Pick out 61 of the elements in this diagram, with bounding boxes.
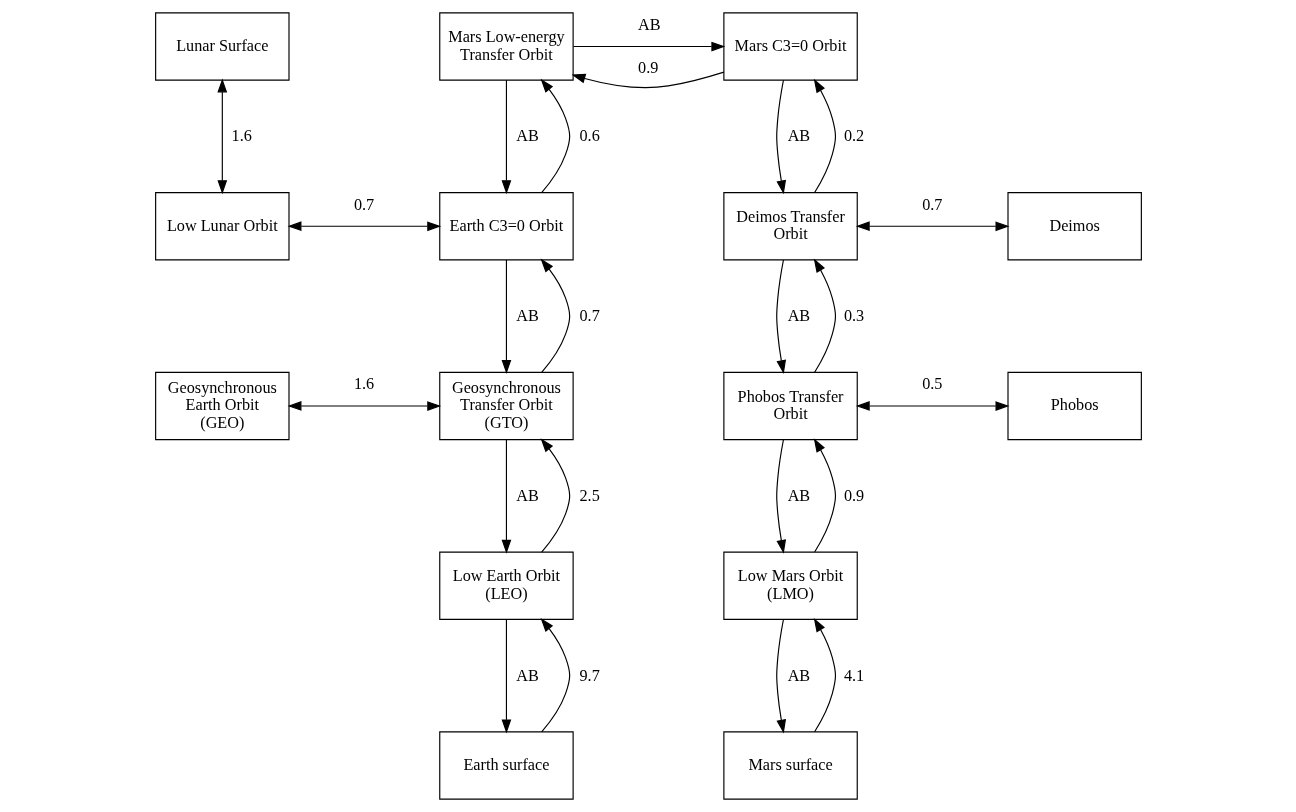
arrow: [813, 438, 836, 553]
node-box: Geosynchronous Earth Orbit (GEO): [154, 371, 290, 441]
arrow: [813, 78, 836, 194]
edge-label: 9.7: [579, 666, 600, 685]
edge-label: 0.7: [353, 195, 374, 214]
arrow: [571, 71, 724, 89]
node-box: Deimos Transfer Orbit: [722, 192, 858, 261]
edge-label: 0.9: [843, 486, 864, 505]
node-box: Low Earth Orbit (LEO): [438, 551, 574, 620]
node-box: Low Lunar Orbit: [154, 192, 290, 261]
edge-label: 0.9: [637, 58, 658, 77]
node-box: Lunar Surface: [154, 12, 290, 81]
edge-label: 0.5: [921, 375, 942, 394]
node-box: Low Mars Orbit (LMO): [722, 551, 858, 620]
arrow: [775, 259, 786, 374]
arrow: [540, 78, 570, 194]
edge-label: 1.6: [231, 127, 252, 146]
edge-label: 2.5: [579, 486, 600, 505]
arrow: [540, 618, 570, 733]
arrow: [501, 439, 511, 554]
arrow: [287, 401, 441, 411]
node-box: Mars C3=0 Orbit: [722, 12, 858, 81]
node-box: Earth surface: [438, 731, 574, 800]
edge-label: AB: [787, 127, 810, 146]
node-box: Mars surface: [722, 731, 858, 800]
node-box: Mars Low-energy Transfer Orbit: [438, 12, 574, 81]
arrow: [775, 79, 786, 195]
arrow: [813, 258, 836, 373]
node-box: Phobos Transfer Orbit: [722, 371, 858, 441]
edge-label: AB: [515, 127, 539, 146]
arrow: [855, 401, 1009, 411]
edge-label: AB: [787, 486, 810, 505]
edge-label: 0.3: [843, 307, 864, 325]
edge-label: 1.6: [353, 375, 374, 394]
edge-label: AB: [787, 307, 810, 325]
arrow: [775, 439, 786, 554]
arrow: [287, 221, 441, 232]
arrow: [216, 78, 227, 195]
arrow: [540, 438, 570, 553]
arrow: [540, 258, 570, 373]
edge-label: 4.1: [843, 666, 864, 685]
arrow: [501, 79, 511, 195]
arrow: [855, 221, 1009, 232]
edge-label: AB: [787, 666, 810, 685]
edge-label: 0.7: [579, 307, 600, 325]
edge-label: AB: [515, 307, 539, 325]
node-box: Deimos: [1006, 192, 1142, 261]
arrow: [775, 618, 786, 734]
arrow: [572, 41, 725, 52]
edge-label: AB: [515, 486, 539, 505]
node-box: Earth C3=0 Orbit: [438, 192, 574, 261]
edge-label: 0.6: [579, 127, 600, 146]
edge-label: AB: [637, 15, 661, 34]
edge-label: 0.7: [921, 195, 942, 214]
node-box: Phobos: [1006, 371, 1142, 441]
arrow: [501, 259, 511, 374]
node-box: Geosynchronous Transfer Orbit (GTO): [438, 371, 574, 441]
arrow: [813, 617, 836, 733]
arrow: [501, 618, 511, 734]
edge-label: 0.2: [843, 127, 864, 146]
edge-label: AB: [515, 666, 539, 685]
